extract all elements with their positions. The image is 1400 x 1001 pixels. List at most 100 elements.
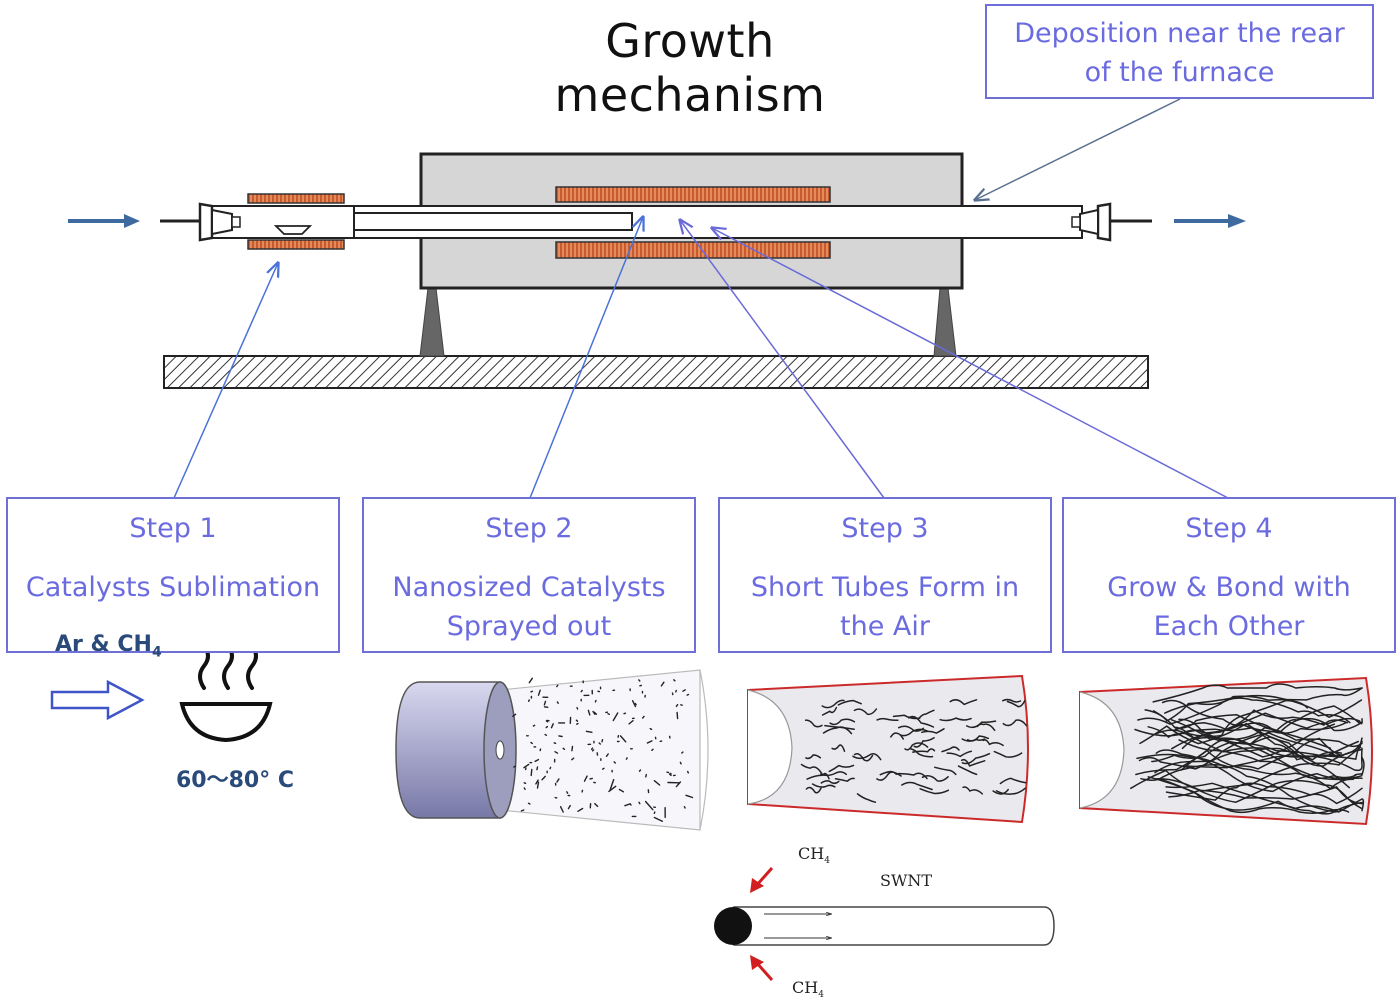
- catalyst-particle-mark: [556, 701, 559, 704]
- short-tube-mark: [946, 750, 973, 758]
- catalyst-particle-mark: [523, 787, 526, 790]
- catalyst-particle-mark: [618, 788, 625, 793]
- short-tube-mark: [853, 708, 878, 716]
- heater-top: [555, 186, 831, 203]
- short-tube-mark: [853, 753, 874, 762]
- sublimation-heater-top: [247, 193, 345, 204]
- step-1-label: Step 1: [129, 513, 217, 544]
- catalyst-particle-mark: [679, 761, 682, 765]
- short-tube-mark: [934, 766, 957, 776]
- ch4-label-top-text: CH: [798, 844, 825, 863]
- catalyst-particle-mark: [571, 757, 575, 761]
- pointer-deposition: [975, 98, 1181, 200]
- network-tube-mark: [1147, 699, 1308, 739]
- short-tube-mark: [876, 717, 899, 721]
- step-2-label: Step 2: [485, 513, 573, 544]
- catalyst-particle-mark: [653, 811, 656, 815]
- catalyst-particle-mark: [593, 711, 598, 715]
- catalyst-boat: [273, 225, 313, 235]
- catalyst-particle-mark: [541, 775, 546, 781]
- short-tube-mark: [957, 765, 978, 776]
- catalyst-particle-mark: [566, 791, 569, 794]
- catalyst-particle-mark: [589, 777, 593, 780]
- end-cap-right: [1071, 202, 1152, 242]
- catalyst-particle-mark: [638, 679, 641, 682]
- catalyst-particle-mark: [668, 773, 672, 777]
- short-tube-mark: [822, 726, 853, 735]
- catalyst-particle-mark: [558, 735, 563, 738]
- catalyst-particle-mark: [631, 700, 637, 708]
- step-3-box: Step 3 Short Tubes Form in the Air: [718, 497, 1052, 653]
- short-tube-mark: [899, 728, 929, 737]
- heater-bottom: [555, 241, 831, 259]
- catalyst-particle-mark: [687, 770, 689, 774]
- ch4-label-bottom: CH4: [792, 978, 824, 1000]
- catalyst-particle-mark: [602, 767, 605, 770]
- gas-flow-hollow-arrow: [50, 679, 145, 721]
- short-tube-mark: [806, 772, 830, 780]
- short-tube-mark: [921, 775, 949, 782]
- catalyst-particle-mark: [653, 780, 661, 786]
- network-tube-mark: [1134, 721, 1348, 737]
- step-4-box: Step 4 Grow & Bond with Each Other: [1062, 497, 1396, 653]
- catalyst-particle-mark: [605, 753, 609, 757]
- catalyst-particle-mark: [685, 794, 694, 799]
- catalyst-particle-mark: [591, 749, 595, 752]
- step-4-description-line-1: Grow & Bond with: [1107, 572, 1351, 603]
- short-tube-mark: [960, 758, 986, 767]
- short-tube-mark: [800, 763, 823, 775]
- ch4-arrow-bottom: [750, 955, 774, 981]
- catalyst-particle-mark: [612, 712, 619, 722]
- network-tube-mark: [1173, 709, 1349, 732]
- catalyst-particle-mark: [607, 713, 610, 715]
- catalyst-particle-mark: [675, 703, 679, 708]
- catalyst-particle-mark: [624, 803, 631, 807]
- ch4-label-top-subscript: 4: [824, 856, 830, 867]
- catalyst-particle-mark: [527, 802, 531, 805]
- catalyst-particle-mark: [550, 723, 554, 729]
- gas-label: Ar & CH4: [55, 632, 162, 660]
- network-tube-mark: [1136, 737, 1344, 770]
- deposition-label-box: Deposition near the rear of the furnace: [985, 4, 1374, 99]
- step-4-description-line-2: Each Other: [1153, 611, 1305, 642]
- short-tube-mark: [805, 754, 822, 760]
- gas-label-text: Ar & CH: [55, 632, 152, 657]
- catalyst-particle-mark: [580, 689, 583, 693]
- catalyst-particle-mark: [528, 677, 533, 684]
- short-tube-mark: [907, 715, 935, 728]
- catalyst-particle-mark: [598, 742, 601, 745]
- swnt-growth-diagram: [714, 867, 1055, 981]
- short-tube-mark: [939, 717, 972, 722]
- catalyst-particle-mark: [613, 761, 616, 764]
- catalyst-particle-mark: [534, 758, 540, 763]
- catalyst-particle-mark: [559, 806, 564, 813]
- catalyst-particle-mark: [571, 745, 574, 752]
- step-1-box: Step 1 Catalysts Sublimation: [6, 497, 340, 653]
- ch4-label-bottom-subscript: 4: [818, 990, 824, 1001]
- step-3-label: Step 3: [841, 513, 929, 544]
- short-tube-mark: [837, 699, 862, 706]
- gas-label-subscript: 4: [151, 644, 162, 661]
- network-tube-mark: [1174, 714, 1363, 733]
- base-platform: [163, 355, 1149, 389]
- pointer-step1: [173, 263, 278, 499]
- step-2-description-line-1: Nanosized Catalysts: [392, 572, 666, 603]
- deposition-line-2: of the furnace: [1084, 57, 1275, 88]
- network-tube-mark: [1155, 749, 1365, 793]
- short-tube-mark: [1002, 698, 1022, 703]
- short-tube-mark: [897, 772, 928, 780]
- short-tube-mark: [999, 777, 1027, 785]
- catalyst-particle-mark: [587, 709, 591, 716]
- catalyst-particle-mark: [638, 801, 641, 805]
- network-tube-mark: [1181, 712, 1363, 750]
- catalyst-particle-mark: [628, 719, 634, 725]
- catalyst-particle-mark: [660, 681, 665, 687]
- step-2-description-line-2: Sprayed out: [446, 611, 612, 642]
- catalyst-particle-mark: [594, 802, 599, 808]
- catalyst-particle-mark: [549, 766, 552, 770]
- sublimation-heater-bottom: [247, 239, 345, 250]
- catalyst-particle-mark: [675, 781, 682, 788]
- catalyst-particle-mark: [576, 722, 579, 725]
- quartz-tube: [211, 205, 1083, 239]
- catalyst-particle-mark: [673, 679, 676, 682]
